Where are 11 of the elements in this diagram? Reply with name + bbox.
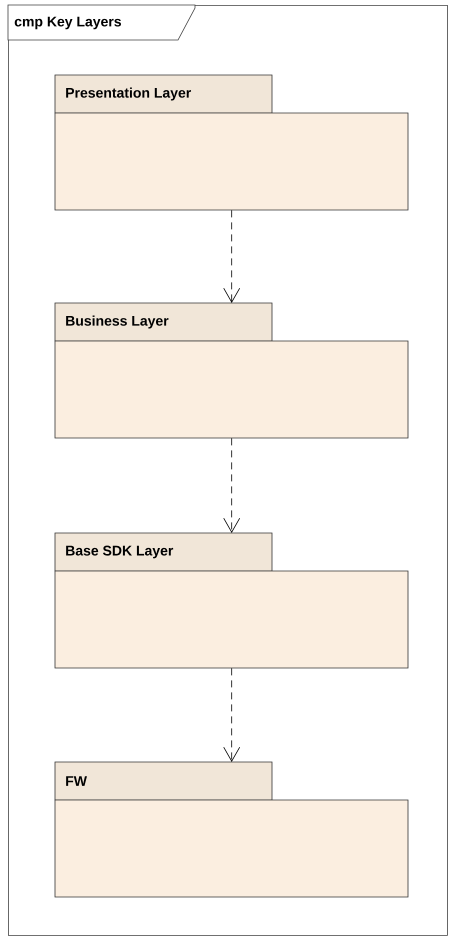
package-box: Presentation Layer bbox=[54, 74, 408, 210]
dependency-arrow bbox=[223, 668, 240, 762]
dependency-arrow bbox=[223, 210, 240, 303]
node-label: Business Layer bbox=[66, 315, 168, 329]
dependency-arrow bbox=[223, 438, 240, 533]
package-box: Base SDK Layer bbox=[54, 532, 408, 668]
node-label: Presentation Layer bbox=[66, 87, 192, 101]
package-box: FW bbox=[54, 762, 408, 898]
package-box: Business Layer bbox=[54, 302, 408, 438]
node-label: FW bbox=[66, 776, 87, 786]
node-label: Base SDK Layer bbox=[66, 546, 174, 558]
